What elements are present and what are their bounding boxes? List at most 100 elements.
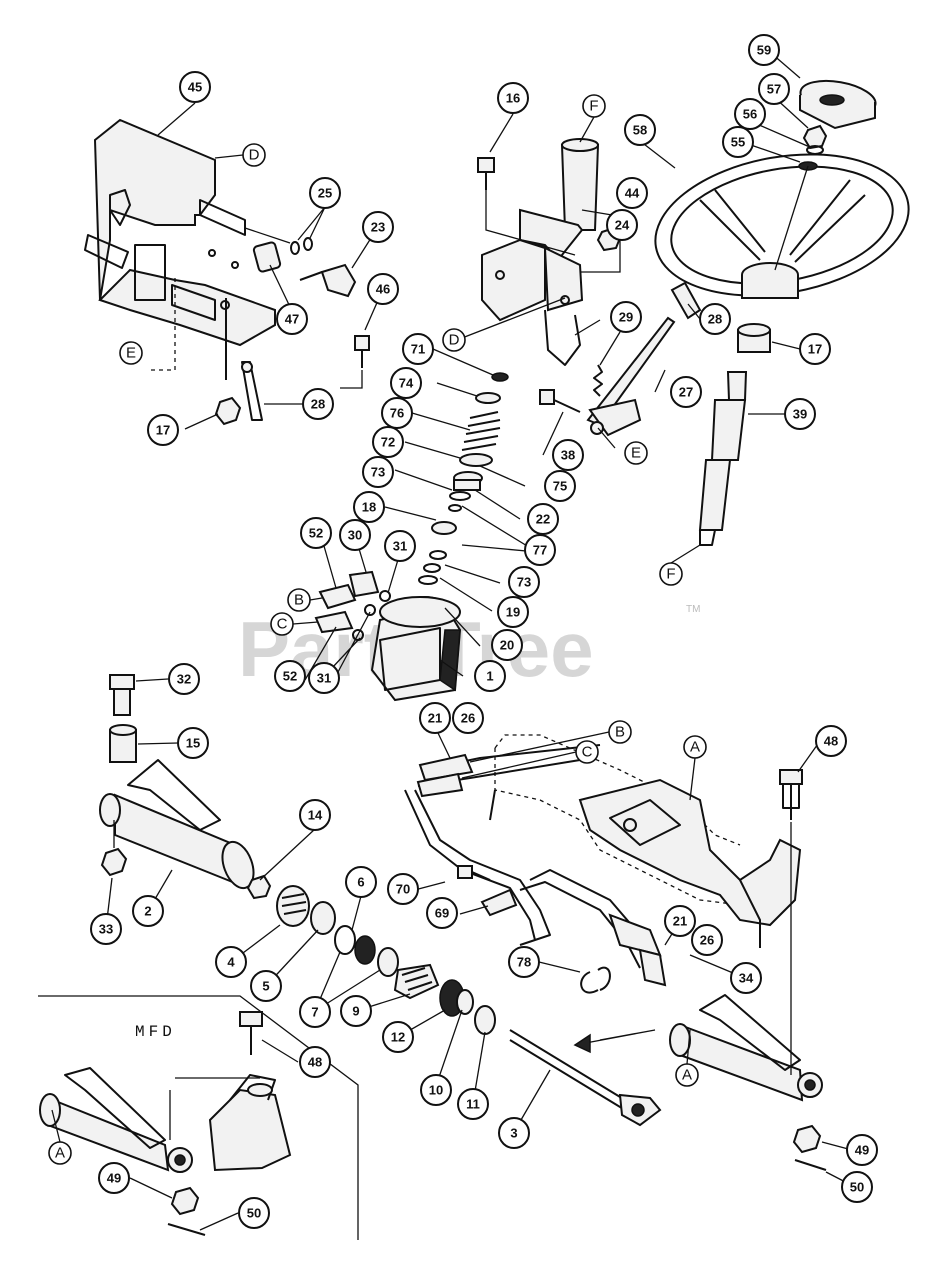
- callout-57: 57: [758, 73, 790, 105]
- callout-75: 75: [544, 470, 576, 502]
- bushing-15: [109, 724, 137, 763]
- callout-73b: 73: [508, 566, 540, 598]
- callout-6: 6: [345, 866, 377, 898]
- callout-39: 39: [784, 398, 816, 430]
- callout-49b: 49: [98, 1162, 130, 1194]
- svg-text:69: 69: [435, 906, 449, 921]
- svg-text:72: 72: [381, 435, 395, 450]
- svg-text:78: 78: [517, 955, 531, 970]
- callout-3: 3: [498, 1117, 530, 1149]
- mfd-steering-cylinder: [39, 1067, 193, 1173]
- callout-14: 14: [299, 799, 331, 831]
- svg-text:76: 76: [390, 406, 404, 421]
- svg-text:19: 19: [506, 605, 520, 620]
- right-steering-cylinder: [669, 994, 823, 1102]
- leaders-b-c-left: [292, 597, 323, 625]
- steering-wheel-58: [654, 153, 910, 299]
- callout-16: 16: [497, 82, 529, 114]
- svg-text:48: 48: [308, 1055, 322, 1070]
- callout-24: 24: [606, 209, 638, 241]
- nut-37: [214, 298, 242, 426]
- callout-21: 21: [419, 702, 451, 734]
- mfd-axle-bracket: [208, 1074, 292, 1172]
- letter-c-left: C: [270, 612, 294, 636]
- svg-text:74: 74: [399, 376, 414, 391]
- hydraulic-hose-lines: [404, 744, 667, 987]
- svg-text:47: 47: [285, 312, 299, 327]
- svg-text:2: 2: [144, 904, 151, 919]
- callout-9: 9: [340, 995, 372, 1027]
- lynch-pin-36: [241, 361, 263, 421]
- svg-text:50: 50: [247, 1206, 261, 1221]
- leader-a-mfd: [51, 1109, 61, 1143]
- svg-text:28: 28: [311, 397, 325, 412]
- letter-e-left: E: [119, 341, 143, 365]
- svg-text:A: A: [690, 739, 700, 756]
- svg-text:F: F: [666, 566, 675, 583]
- svg-text:45: 45: [188, 80, 202, 95]
- svg-text:75: 75: [553, 479, 567, 494]
- svg-text:31: 31: [317, 671, 331, 686]
- leader-steering-center: [774, 165, 809, 271]
- svg-text:C: C: [582, 744, 593, 761]
- svg-text:10: 10: [429, 1083, 443, 1098]
- fitting-70: [457, 865, 491, 881]
- callout-25: 25: [309, 177, 341, 209]
- column-stack-washers: [406, 372, 509, 614]
- callout-7: 7: [299, 996, 331, 1028]
- pivot-bolt-48-right: [779, 769, 803, 820]
- svg-text:4: 4: [227, 955, 235, 970]
- callout-12: 12: [382, 1021, 414, 1053]
- svg-text:24: 24: [615, 218, 630, 233]
- callout-78: 78: [508, 946, 540, 978]
- nut-33: [100, 847, 128, 877]
- leader-d-center: [461, 297, 601, 339]
- callout-72: 72: [372, 426, 404, 458]
- svg-text:A: A: [55, 1145, 65, 1162]
- svg-text:39: 39: [793, 407, 807, 422]
- cotter-50-right: [794, 1159, 827, 1171]
- callout-1: 1: [474, 660, 506, 692]
- svg-text:C: C: [277, 616, 288, 633]
- svg-text:57: 57: [767, 82, 781, 97]
- callout-45: 45: [179, 71, 211, 103]
- callout-50: 50: [841, 1171, 873, 1203]
- svg-text:59: 59: [757, 43, 771, 58]
- svg-text:12: 12: [391, 1030, 405, 1045]
- leader-24-line: [580, 240, 621, 273]
- leader-46-line: [340, 370, 363, 389]
- mfd-nut-49: [170, 1186, 200, 1216]
- callout-49: 49: [846, 1134, 878, 1166]
- callout-23: 23: [362, 211, 394, 243]
- pin-38: [539, 389, 581, 413]
- pivot-pin-25: [252, 237, 313, 273]
- leader-a-axle: [689, 757, 696, 801]
- steering-nut-washers: [798, 124, 828, 171]
- callout-71: 71: [402, 333, 434, 365]
- guide-e-left: [148, 278, 176, 371]
- callout-44: 44: [616, 177, 648, 209]
- bolt-32: [109, 674, 135, 716]
- letter-a-right-cylinder: A: [675, 1063, 699, 1087]
- callout-17: 17: [799, 333, 831, 365]
- callout-20: 20: [491, 629, 523, 661]
- watermark-trademark: TM: [686, 604, 700, 615]
- svg-text:49: 49: [107, 1171, 121, 1186]
- svg-text:3: 3: [510, 1126, 517, 1141]
- svg-text:23: 23: [371, 220, 385, 235]
- svg-text:17: 17: [156, 423, 170, 438]
- callout-59: 59: [748, 34, 780, 66]
- callout-21b: 21: [664, 905, 696, 937]
- steering-cap-59: [799, 79, 877, 130]
- svg-text:22: 22: [536, 512, 550, 527]
- svg-text:70: 70: [396, 882, 410, 897]
- svg-text:21: 21: [428, 711, 442, 726]
- clamp-69: [480, 888, 518, 917]
- svg-text:32: 32: [177, 672, 191, 687]
- callout-58: 58: [624, 114, 656, 146]
- callout-28: 28: [699, 303, 731, 335]
- callout-37: 17: [147, 414, 179, 446]
- letter-a-axle: A: [683, 735, 707, 759]
- svg-text:16: 16: [506, 91, 520, 106]
- svg-text:26: 26: [461, 711, 475, 726]
